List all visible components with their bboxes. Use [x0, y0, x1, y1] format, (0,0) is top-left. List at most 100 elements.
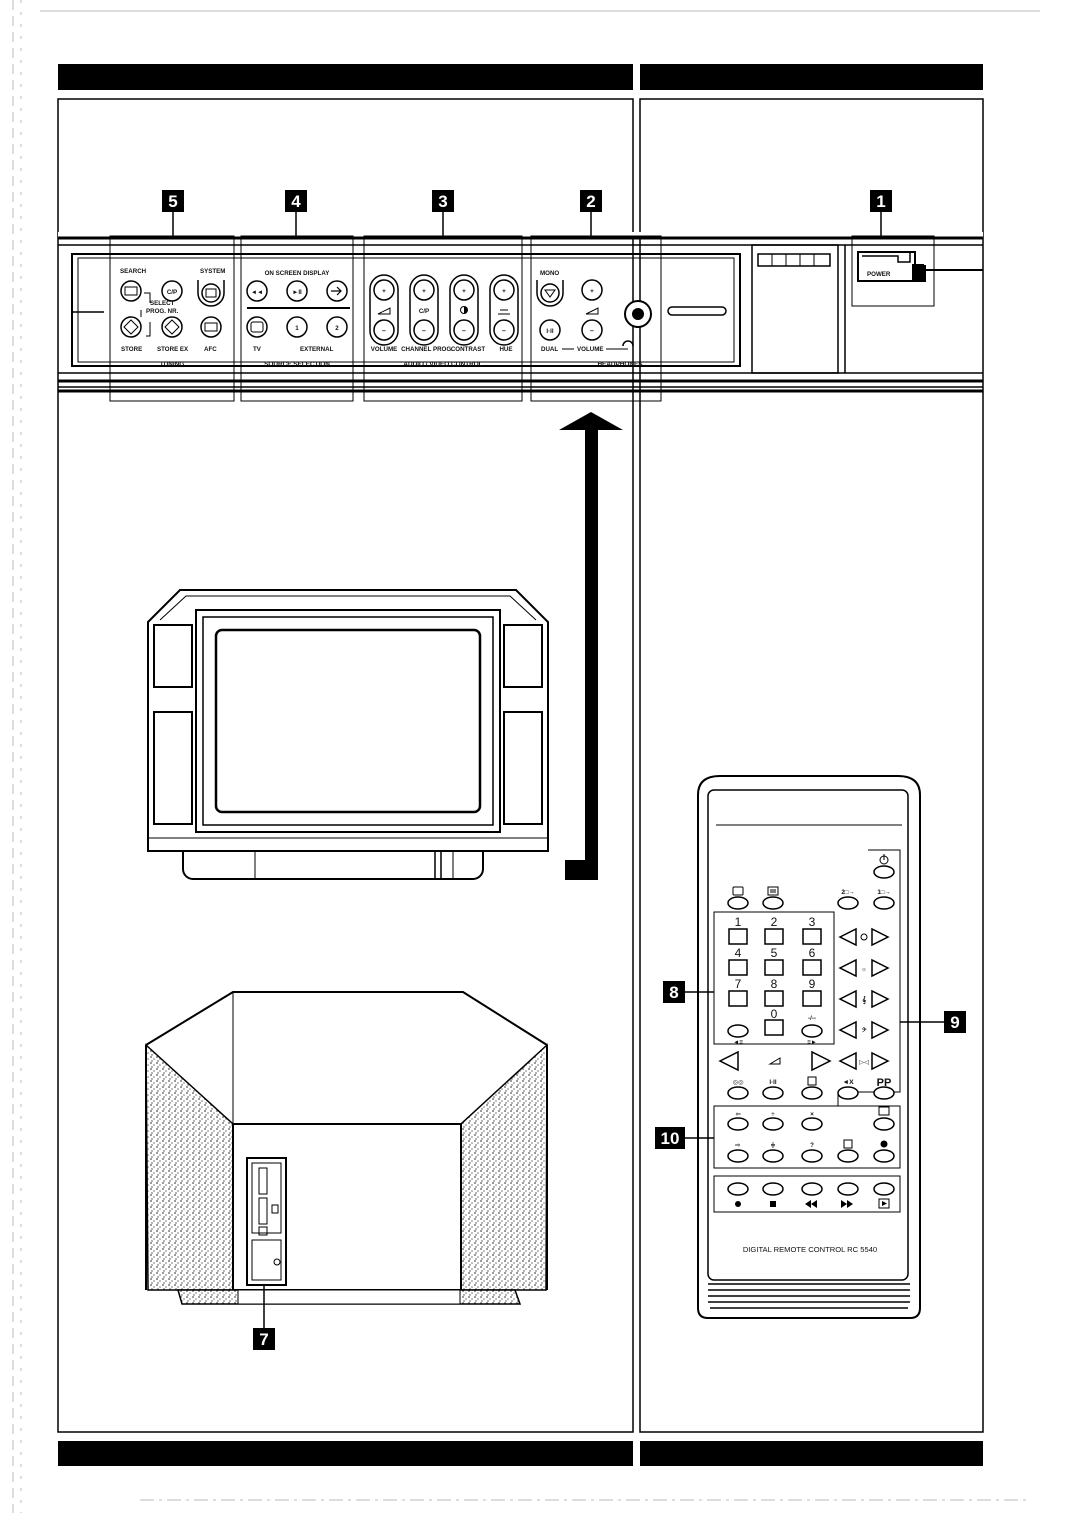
treble-control[interactable]: 𝄞	[838, 989, 890, 1009]
svg-text:SOURCE SELECTION: SOURCE SELECTION	[264, 361, 330, 368]
info-button[interactable]	[801, 1076, 823, 1100]
control-panel-strip	[58, 232, 983, 393]
svg-text:3: 3	[438, 192, 447, 211]
dual-button[interactable]: I·II	[539, 319, 561, 341]
sharpness-control[interactable]	[838, 927, 890, 947]
tt-hold-button[interactable]: ≑	[762, 1142, 784, 1163]
tt-size-button[interactable]: ÷	[762, 1111, 784, 1131]
source-2-icon: 2□→	[841, 889, 854, 896]
teletext-button[interactable]	[762, 886, 784, 910]
key-9[interactable]: 9	[802, 977, 822, 1007]
vcr-play-button[interactable]	[873, 1182, 895, 1209]
svg-text:10: 10	[661, 1129, 680, 1148]
svg-text:−: −	[422, 328, 426, 335]
balance-control[interactable]: ▷◁	[838, 1051, 890, 1071]
svg-text:POWER: POWER	[867, 271, 891, 278]
svg-text:DUAL: DUAL	[541, 346, 558, 353]
tuning-controls: SEARCH SYSTEM C/P SELECT PROG. NR.	[120, 268, 225, 368]
svg-text:VOLUME: VOLUME	[371, 346, 397, 353]
cp-button[interactable]: C/P	[161, 280, 183, 302]
svg-text:TV: TV	[253, 346, 262, 353]
key-8[interactable]: 8	[764, 977, 784, 1007]
key-1[interactable]: 1	[728, 915, 748, 945]
info-icon	[807, 1076, 817, 1086]
key-2[interactable]: 2	[764, 915, 784, 945]
system-button[interactable]	[197, 280, 225, 307]
rear-connector-panel[interactable]	[246, 1157, 287, 1286]
standby-button[interactable]	[873, 854, 895, 879]
store-button[interactable]	[120, 316, 142, 338]
mono-button[interactable]	[536, 280, 564, 307]
vcr-ff-button[interactable]	[837, 1182, 859, 1208]
vcr-stop-button[interactable]	[762, 1182, 784, 1207]
play-icon	[882, 1201, 887, 1206]
headphone-volume-up-button[interactable]: +	[581, 279, 603, 301]
svg-text:1: 1	[295, 325, 299, 332]
tt-cancel-button[interactable]: ×	[801, 1111, 823, 1131]
arrow-up	[559, 412, 623, 880]
stop-icon	[770, 1201, 776, 1207]
headphone-jack[interactable]	[624, 300, 652, 328]
key-7[interactable]: 7	[728, 977, 748, 1007]
treble-icon: 𝄞	[862, 995, 866, 1005]
svg-text:⇦: ⇦	[735, 1111, 740, 1118]
svg-text:I·II: I·II	[546, 328, 553, 335]
vcr-rewind-button[interactable]	[801, 1182, 823, 1208]
svg-text:÷: ÷	[771, 1111, 775, 1118]
source-1-button[interactable]: 1□→	[873, 889, 895, 910]
rewind-icon	[805, 1200, 817, 1208]
next-button[interactable]: ≡►-/--	[801, 1015, 823, 1046]
pip-button[interactable]	[873, 1106, 895, 1131]
afc-button[interactable]	[200, 316, 222, 338]
dual-icon: I·II	[769, 1079, 776, 1086]
teletext-row-2: ⇨ ≑ ?	[727, 1139, 895, 1163]
footer-bar-right	[640, 1441, 983, 1466]
osd-exit-button[interactable]	[326, 280, 348, 302]
vcr-record-button[interactable]	[727, 1182, 749, 1207]
sound-mode-button[interactable]: ◎◎	[727, 1079, 749, 1100]
osd-prev-button[interactable]: ◄◄	[246, 280, 268, 302]
key-0[interactable]: 0	[764, 1007, 784, 1036]
svg-text:C/P: C/P	[167, 289, 177, 296]
tv-mode-button[interactable]	[727, 886, 749, 910]
hue-rocker[interactable]: + −	[489, 274, 519, 346]
tt-mix-button[interactable]	[837, 1139, 859, 1163]
source-controls: ON SCREEN DISPLAY ◄◄ ►II 1 2 TV EXTERNAL…	[246, 270, 350, 368]
dual-sound-button[interactable]: I·II	[762, 1079, 784, 1100]
channel-rocker[interactable]: + − C/P	[409, 274, 439, 346]
bass-icon: 𝄢	[862, 1027, 867, 1035]
external-2-button[interactable]: 2	[326, 316, 348, 338]
osd-next-button[interactable]: ►II	[286, 280, 308, 302]
contrast-rocker[interactable]: + −	[449, 274, 479, 346]
left-panel-frame	[57, 98, 634, 1433]
external-1-button[interactable]: 1	[286, 316, 308, 338]
tv-icon	[732, 886, 744, 896]
prev-button[interactable]: ◄≡	[727, 1024, 749, 1046]
power-switch[interactable]: POWER	[857, 251, 983, 282]
pp-button[interactable]: PP	[873, 1077, 895, 1100]
svg-text:≑: ≑	[770, 1142, 775, 1149]
key-5[interactable]: 5	[764, 946, 784, 976]
bass-control[interactable]: 𝄢	[838, 1020, 890, 1040]
tt-reveal-button[interactable]: ⇦	[727, 1111, 749, 1131]
tv-source-button[interactable]	[246, 316, 268, 338]
brightness-control[interactable]: ☼	[838, 958, 890, 978]
key-4[interactable]: 4	[728, 946, 748, 976]
callout-3: 3	[432, 190, 454, 236]
key-6[interactable]: 6	[802, 946, 822, 976]
source-section-frame	[240, 235, 354, 402]
store-ex-button[interactable]	[161, 316, 183, 338]
headphone-volume-down-button[interactable]: −	[581, 319, 603, 341]
tt-color-button[interactable]	[873, 1140, 895, 1163]
tt-question-button[interactable]: ?	[801, 1142, 823, 1163]
tt-index-button[interactable]: ⇨	[727, 1142, 749, 1163]
source-2-button[interactable]: 2□→	[837, 889, 859, 910]
mute-button[interactable]: ◄X	[837, 1079, 859, 1100]
volume-down-button[interactable]	[718, 1050, 739, 1072]
volume-rocker[interactable]: + −	[369, 274, 399, 346]
svg-text:+: +	[462, 288, 466, 295]
search-button[interactable]	[120, 280, 142, 302]
volume-up-button[interactable]	[811, 1050, 832, 1072]
header-bar-left	[58, 64, 633, 90]
key-3[interactable]: 3	[802, 915, 822, 945]
